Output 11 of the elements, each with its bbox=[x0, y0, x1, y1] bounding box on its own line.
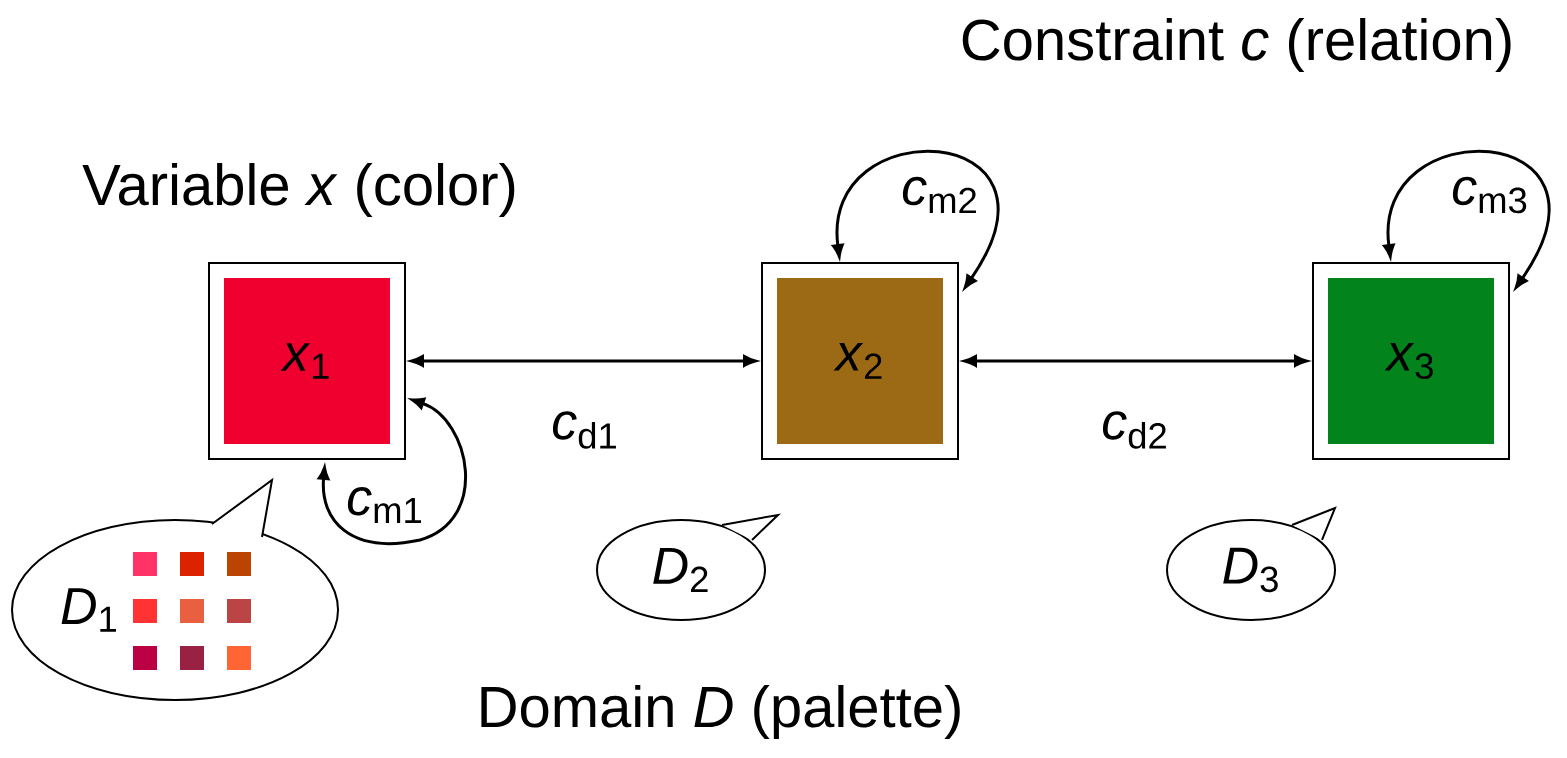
annotation-label: Constraint c (relation) bbox=[962, 17, 1511, 72]
variable-box: x$_{1}$ bbox=[208, 262, 406, 460]
edge-label: c$_{d1}$ bbox=[549, 409, 621, 451]
edge-label: c$_{d2}$ bbox=[1099, 409, 1171, 451]
speech-bubble: D$_{3}$ bbox=[1166, 506, 1337, 621]
variable-box: x$_{2}$ bbox=[761, 262, 959, 460]
arrow bbox=[317, 397, 467, 545]
speech-bubble: D$_{2}$ bbox=[596, 513, 782, 621]
annotation-label: Domain D (palette) bbox=[481, 684, 960, 740]
edge-label: c$_{m1}$ bbox=[344, 485, 426, 525]
variable-box: x$_{3}$ bbox=[1312, 262, 1510, 460]
